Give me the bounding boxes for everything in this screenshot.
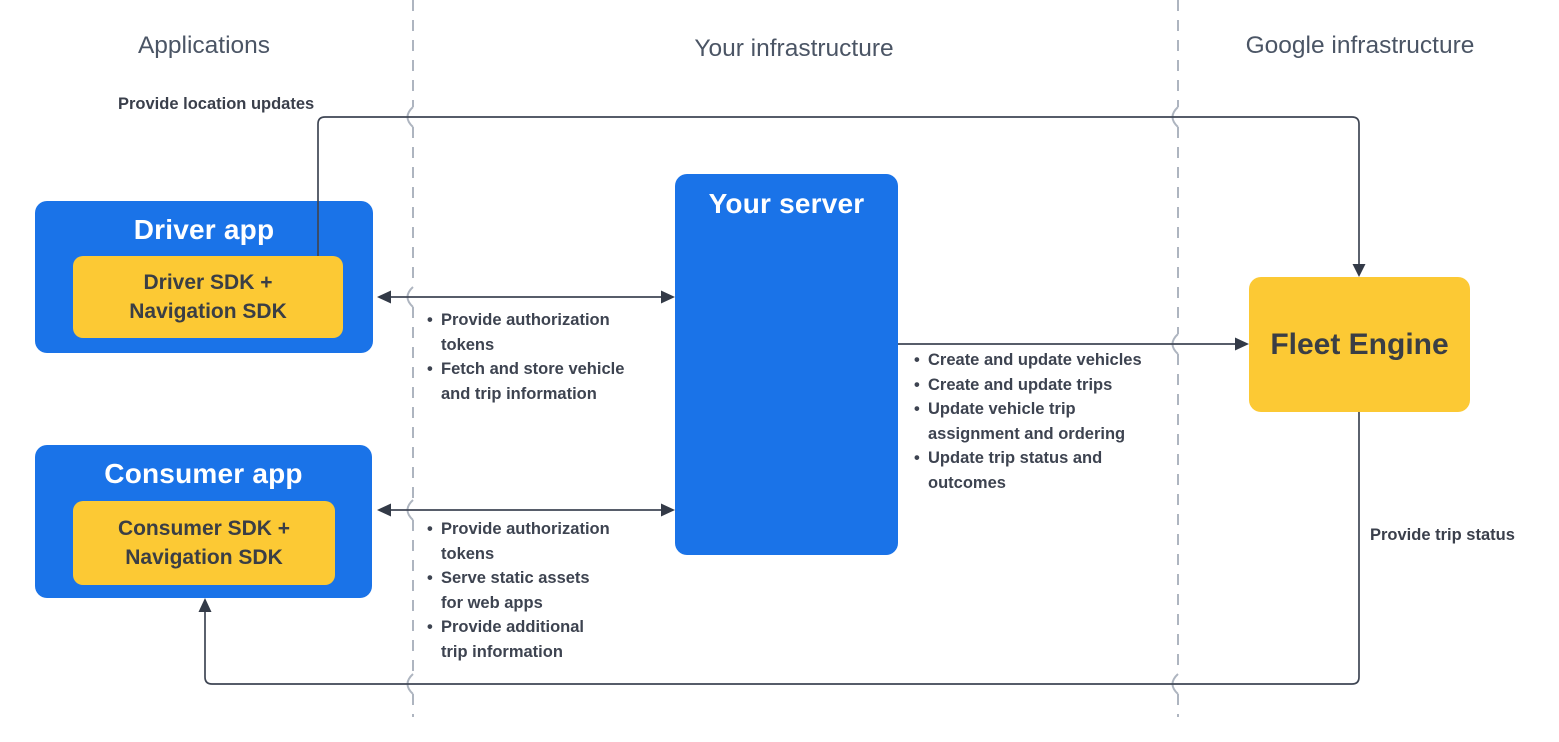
consumer-app-title: Consumer app — [104, 458, 303, 489]
line-hop — [1171, 673, 1179, 695]
consumer-app-node: Consumer app Consumer SDK + Navigation S… — [35, 445, 372, 598]
label-provide-trip-status: Provide trip status — [1370, 526, 1515, 544]
arrowhead-left-driver-icon — [377, 290, 391, 304]
column-heading-applications: Applications — [137, 32, 271, 59]
list-item-text: Create and update trips — [928, 375, 1113, 394]
list-item: • Fetch and store vehicle and trip infor… — [427, 357, 667, 406]
line-hop — [406, 673, 414, 695]
driver-server-bullet-list: • Provide authorization tokens • Fetch a… — [427, 308, 667, 406]
list-item: • Provide authorization tokens — [427, 308, 667, 357]
line-hop — [406, 286, 414, 308]
line-hop — [406, 499, 414, 521]
arrowhead-right-fleet-engine-icon — [1235, 337, 1249, 351]
fleet-engine-node: Fleet Engine — [1249, 277, 1470, 412]
line-hop — [406, 106, 414, 128]
bullet-icon: • — [427, 569, 433, 587]
bullet-icon: • — [914, 449, 920, 467]
list-item: • Create and update vehicles — [914, 348, 1194, 373]
bullet-icon: • — [914, 351, 920, 369]
bullet-icon: • — [914, 400, 920, 418]
arrowhead-down-fleet-engine-icon — [1352, 264, 1366, 277]
driver-app-node: Driver app Driver SDK + Navigation SDK — [35, 201, 373, 353]
your-server-title: Your server — [708, 188, 865, 219]
list-item: • Provide additional trip information — [427, 615, 667, 664]
list-item: • Serve static assets for web apps — [427, 566, 667, 615]
list-item: • Update trip status and outcomes — [914, 446, 1194, 495]
list-item-text: Provide authorization tokens — [441, 311, 610, 354]
list-item-text: Provide additional trip information — [441, 618, 585, 661]
column-heading-your-infrastructure: Your infrastructure — [694, 35, 894, 62]
bullet-icon: • — [427, 311, 433, 329]
bullet-icon: • — [427, 360, 433, 378]
arrowhead-right-server-icon — [661, 503, 675, 517]
arrowhead-up-consumer-icon — [198, 598, 212, 612]
list-item: • Update vehicle trip assignment and ord… — [914, 397, 1194, 446]
your-server-node: Your server — [675, 174, 898, 555]
driver-sdk-node: Driver SDK + Navigation SDK — [73, 256, 343, 338]
list-item-text: Provide authorization tokens — [441, 520, 610, 563]
list-item-text: Create and update vehicles — [928, 351, 1142, 369]
arrowhead-left-consumer-icon — [377, 503, 391, 517]
bullet-icon: • — [914, 375, 920, 394]
list-item-text: Update trip status and outcomes — [928, 449, 1103, 492]
server-fleet-bullet-list: • Create and update vehicles • Create an… — [914, 348, 1194, 495]
list-item: • Create and update trips — [914, 373, 1194, 398]
bullet-icon: • — [427, 618, 433, 636]
label-provide-location-updates: Provide location updates — [118, 95, 315, 113]
bullet-icon: • — [427, 520, 433, 538]
list-item-text: Serve static assets for web apps — [441, 569, 590, 612]
arrowhead-right-server-icon — [661, 290, 675, 304]
column-divider-left — [406, 0, 414, 717]
line-hop — [1171, 106, 1179, 128]
driver-app-title: Driver app — [133, 214, 275, 245]
list-item: • Provide authorization tokens — [427, 517, 667, 566]
consumer-sdk-node: Consumer SDK + Navigation SDK — [73, 501, 335, 585]
consumer-server-bullet-list: • Provide authorization tokens • Serve s… — [427, 517, 667, 664]
column-heading-google-infrastructure: Google infrastructure — [1245, 32, 1475, 59]
list-item-text: Update vehicle trip assignment and order… — [928, 400, 1126, 443]
list-item-text: Fetch and store vehicle and trip informa… — [441, 360, 625, 403]
